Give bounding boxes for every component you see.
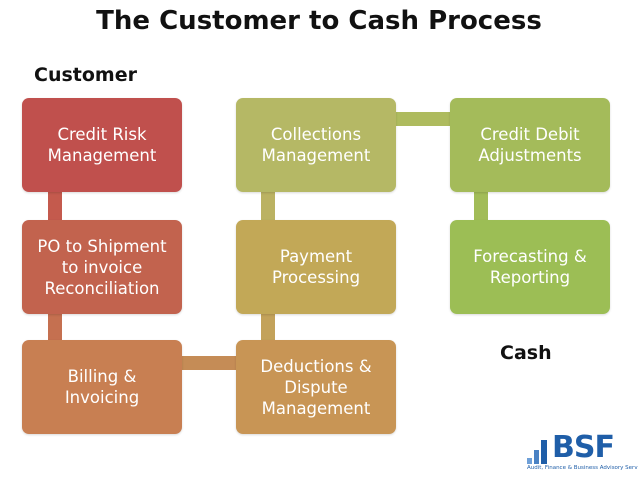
cash-label: Cash bbox=[500, 342, 552, 364]
box-forecasting-reporting: Forecasting &Reporting bbox=[450, 220, 610, 314]
box-label: Billing &Invoicing bbox=[64, 367, 140, 407]
box-billing-invoicing: Billing &Invoicing bbox=[22, 340, 182, 434]
logo-text: BSF bbox=[552, 430, 615, 465]
logo-tagline: Audit, Finance & Business Advisory Servi… bbox=[527, 465, 638, 471]
connector-credit-to-po bbox=[48, 190, 62, 222]
customer-label: Customer bbox=[34, 64, 137, 86]
connector-payment-to-collections bbox=[261, 192, 275, 220]
connector-billing-to-deductions bbox=[180, 356, 240, 370]
connector-po-to-billing bbox=[48, 314, 62, 342]
connector-creditdebit-to-forecasting bbox=[474, 192, 488, 220]
box-label: Forecasting &Reporting bbox=[473, 247, 587, 287]
connector-collections-to-creditdebit bbox=[396, 112, 450, 126]
page-title: The Customer to Cash Process bbox=[96, 6, 542, 36]
connector-deductions-to-payment bbox=[261, 314, 275, 342]
bsf-logo-icon bbox=[527, 440, 547, 464]
